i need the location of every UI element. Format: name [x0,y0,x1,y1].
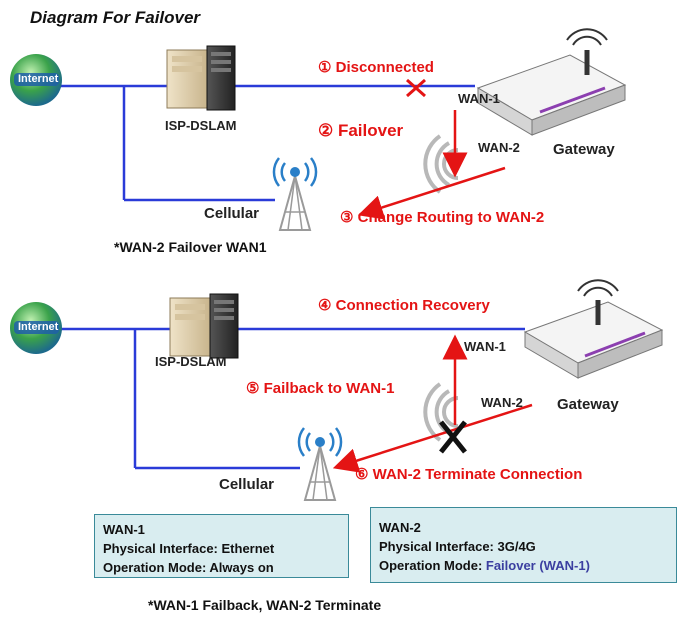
top-wan1-label: WAN-1 [458,91,500,106]
top-dslam-label: ISP-DSLAM [165,118,237,133]
bottom-wan2-label: WAN-2 [481,395,523,410]
bottom-cellular-label: Cellular [219,476,275,493]
bottom-internet-label: Internet [18,321,59,333]
top-gateway-label: Gateway [553,141,615,158]
top-dslam-server-icon [166,45,236,111]
top-change-routing-arrow [357,166,506,220]
wan1-box-interface: Physical Interface: Ethernet [103,541,275,556]
bottom-terminate-x-icon [439,420,467,454]
top-cellular-label: Cellular [204,205,260,222]
bottom-wan1-label: WAN-1 [464,339,506,354]
top-internet-label: Internet [18,73,59,85]
top-cellular-tower-icon [272,157,318,231]
top-disconnect-x-icon [406,78,426,98]
bottom-gateway-router-icon [523,279,664,379]
wan2-box-name: WAN-2 [379,520,421,535]
wan1-box-name: WAN-1 [103,522,145,537]
bottom-wireless-wave-icon [423,382,459,442]
bottom-terminate-arrow [332,403,533,473]
bottom-caption: *WAN-1 Failback, WAN-2 Terminate [148,597,382,613]
bottom-gateway-label: Gateway [557,396,619,413]
wan2-box-interface: Physical Interface: 3G/4G [379,539,536,554]
wan1-box-mode: Operation Mode: Always on [103,560,274,575]
wan2-box-mode-prefix: Operation Mode: [379,558,486,573]
wan2-box-mode-value: Failover (WAN-1) [485,558,590,573]
top-wan2-label: WAN-2 [478,140,520,155]
top-step1-label: ① Disconnected [318,59,434,76]
top-gateway-router-icon [476,28,627,136]
bottom-cellular-tower-icon [297,427,343,501]
top-caption: *WAN-2 Failover WAN1 [114,239,267,255]
wan1-info-box: WAN-1 Physical Interface: Ethernet Opera… [94,514,349,578]
bottom-step6-label: ⑥ WAN-2 Terminate Connection [355,466,583,483]
bottom-step4-label: ④ Connection Recovery [318,297,490,314]
top-internet-globe-icon [10,54,62,106]
wan2-info-box: WAN-2 Physical Interface: 3G/4G Operatio… [370,507,677,583]
wan2-box-mode: Operation Mode: Failover (WAN-1) [379,556,668,575]
bottom-step5-label: ⑤ Failback to WAN-1 [246,380,395,397]
bottom-network-lines [60,327,525,470]
bottom-dslam-label: ISP-DSLAM [155,354,227,369]
top-step2-label: ② Failover [318,121,404,140]
page-title: Diagram For Failover [30,8,201,27]
top-network-lines [60,84,475,202]
bottom-dslam-server-icon [169,293,239,359]
bottom-internet-globe-icon [10,302,62,354]
top-step3-label: ③ Change Routing to WAN-2 [340,209,545,226]
